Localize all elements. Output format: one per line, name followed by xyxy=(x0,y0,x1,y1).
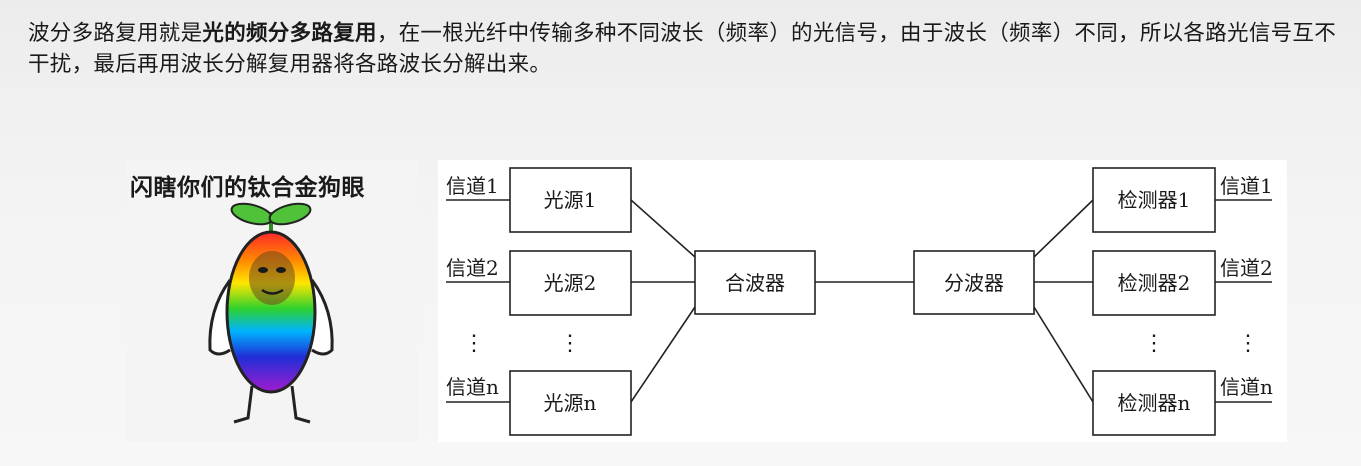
detector-1: 检测器1 xyxy=(1118,188,1191,212)
detector-n: 检测器n xyxy=(1118,391,1191,415)
paragraph-bold-text: 光的频分多路复用 xyxy=(202,21,377,46)
source-ellipsis: ⋮ xyxy=(559,331,581,356)
output-channel-1-label: 信道1 xyxy=(1220,174,1273,198)
light-source-n: 光源n xyxy=(544,391,597,415)
description-paragraph: 波分多路复用就是光的频分多路复用，在一根光纤中传输多种不同波长（频率）的光信号，… xyxy=(28,18,1348,80)
meme-panel: 闪瞎你们的钛合金狗眼 xyxy=(126,160,418,442)
input-ellipsis: ⋮ xyxy=(463,331,485,356)
input-channel-n-label: 信道n xyxy=(446,375,499,399)
multiplexer-label: 合波器 xyxy=(725,271,785,295)
meme-caption: 闪瞎你们的钛合金狗眼 xyxy=(130,175,365,201)
detector-ellipsis: ⋮ xyxy=(1143,331,1165,356)
output-channel-n-label: 信道n xyxy=(1220,375,1273,399)
output-channel-2-label: 信道2 xyxy=(1220,256,1273,280)
paragraph-text-1: 波分多路复用就是 xyxy=(28,21,203,46)
output-ellipsis: ⋮ xyxy=(1237,331,1259,356)
rainbow-bean-meme-image xyxy=(208,202,334,424)
input-channel-1-label: 信道1 xyxy=(446,174,499,198)
wdm-diagram: 信道1 信道2 信道n 光源1 光源2 光源n 合波器 分波器 检测器1 检测器… xyxy=(438,160,1287,442)
input-channel-2-label: 信道2 xyxy=(446,256,499,280)
light-source-1: 光源1 xyxy=(544,188,597,212)
light-source-2: 光源2 xyxy=(544,271,597,295)
demultiplexer-label: 分波器 xyxy=(944,271,1004,295)
paragraph-text-2: ，在一根光纤中传输多种不同波长（频率）的光信号，由于波长（频率）不同，所以各路光… xyxy=(28,21,1337,77)
detector-2: 检测器2 xyxy=(1118,271,1191,295)
